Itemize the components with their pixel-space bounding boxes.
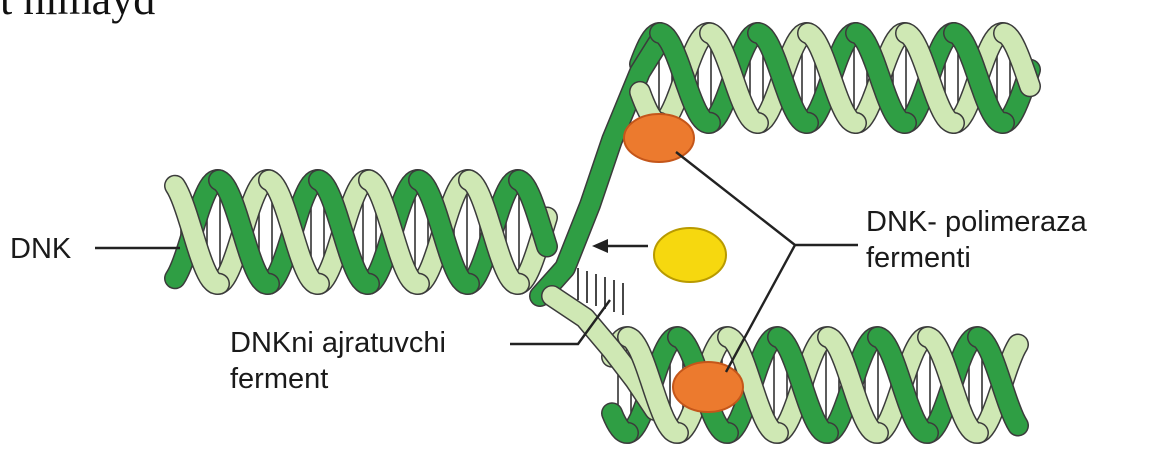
helicase-label-line1: DNKni ajratuvchi <box>230 326 446 360</box>
polymerase-label-line1: DNK- polimeraza <box>866 205 1087 239</box>
helicase-enzyme <box>654 228 726 282</box>
helicase-arrow-head <box>592 239 608 253</box>
helicase-label-line2: ferment <box>230 362 328 396</box>
polymerase-label-line2: fermenti <box>866 241 971 275</box>
dnk-label: DNK <box>10 232 71 266</box>
lower-daughter-helix-strand-dark <box>612 413 628 433</box>
polymerase-enzyme-bottom <box>673 362 743 412</box>
polymerase-enzyme-top <box>624 114 694 162</box>
